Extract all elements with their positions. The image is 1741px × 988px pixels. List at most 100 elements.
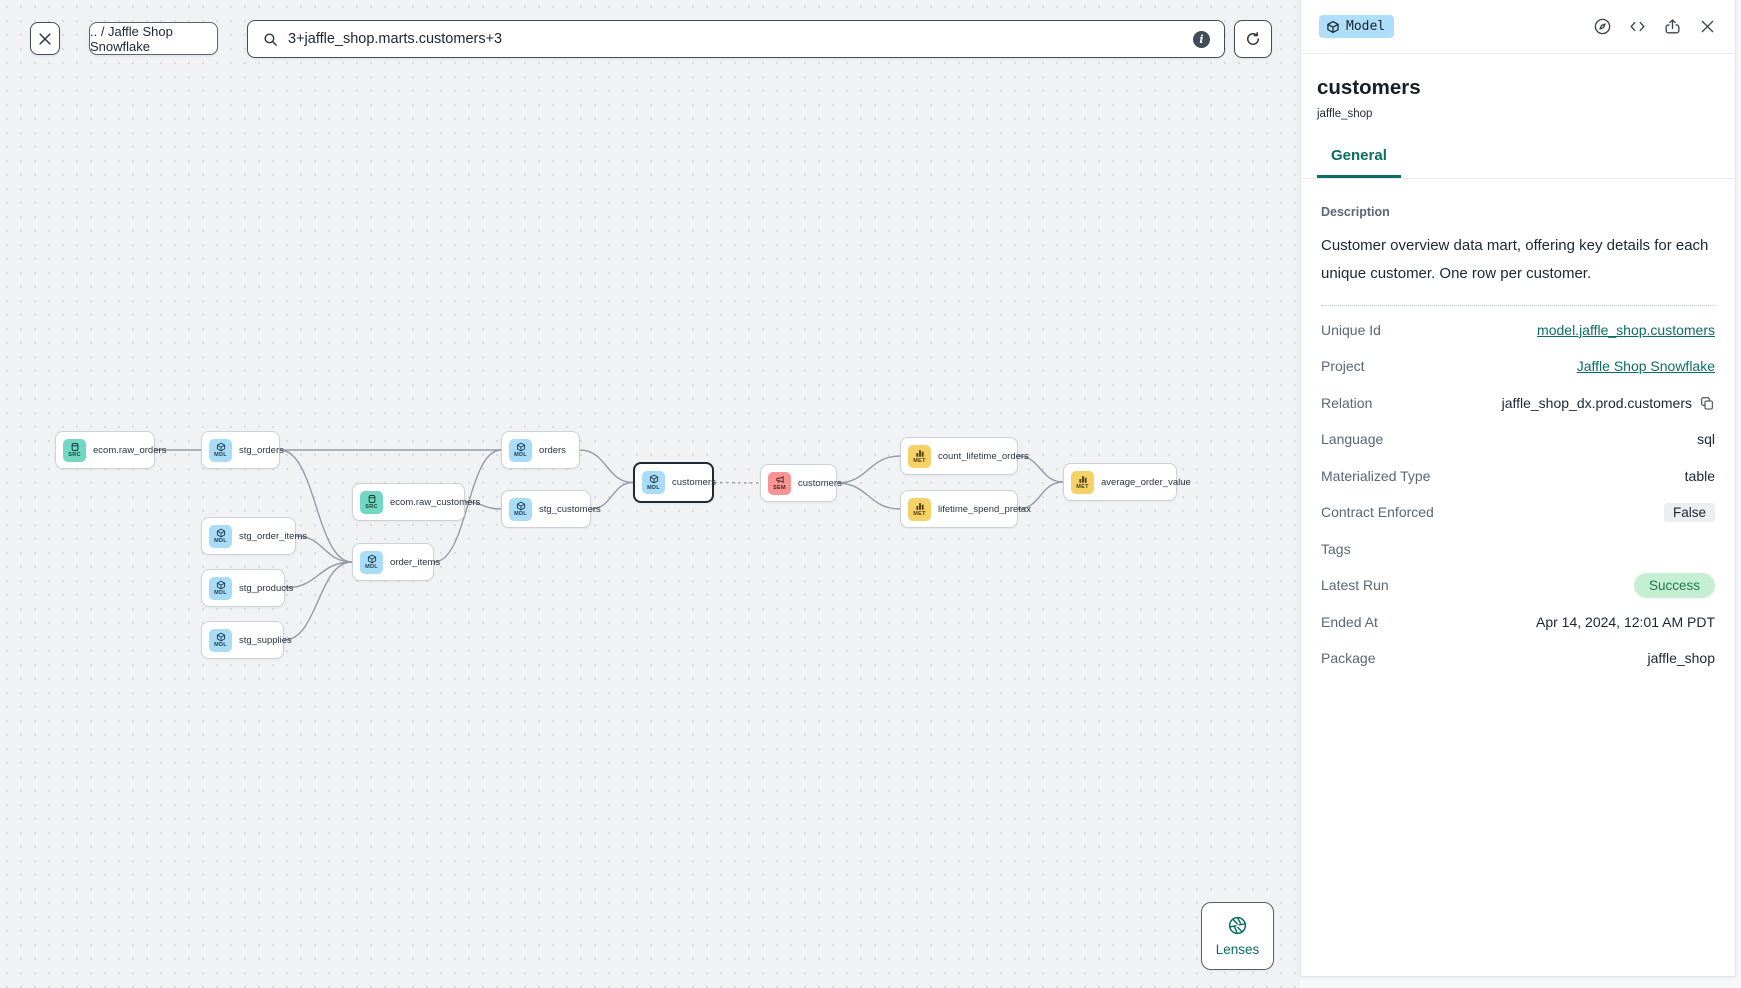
node-label: ecom.raw_customers: [390, 496, 481, 508]
field-value: Apr 14, 2024, 12:01 AM PDT: [1536, 613, 1715, 630]
cube-icon: MDL: [209, 628, 232, 652]
info-icon[interactable]: i: [1193, 30, 1210, 48]
lenses-button[interactable]: Lenses: [1201, 902, 1274, 970]
cube-icon: MDL: [209, 576, 232, 600]
graph-node-ecom_raw_orders[interactable]: SRC ecom.raw_orders: [55, 431, 166, 469]
field-row-tags: Tags: [1321, 531, 1715, 568]
field-row-relation: Relation jaffle_shop_dx.prod.customers: [1321, 385, 1715, 422]
share-button[interactable]: [1663, 17, 1682, 36]
graph-node-stg_supplies[interactable]: MDL stg_supplies: [201, 621, 292, 659]
panel-body: Description Customer overview data mart,…: [1301, 179, 1735, 677]
node-label: lifetime_spend_pretax: [938, 503, 1031, 515]
field-row-unique-id: Unique Id model.jaffle_shop.customers: [1321, 312, 1715, 349]
divider: [1321, 304, 1715, 306]
breadcrumb[interactable]: .. / Jaffle Shop Snowflake: [89, 22, 218, 55]
search-icon: [264, 32, 277, 46]
status-badge: Success: [1633, 572, 1715, 598]
graph-edge: [433, 449, 502, 563]
detail-panel: Model customers jaffle_shop Gener: [1300, 0, 1736, 977]
field-label: Contract Enforced: [1321, 504, 1434, 521]
lineage-edges: [154, 449, 1064, 641]
view-code-button[interactable]: [1628, 17, 1647, 36]
close-icon: [39, 32, 51, 45]
tab-general[interactable]: General: [1317, 147, 1401, 178]
graph-edge: [579, 449, 634, 484]
field-value: Success: [1633, 572, 1715, 598]
field-value: model.jaffle_shop.customers: [1537, 322, 1715, 338]
cube-icon: [1327, 20, 1339, 33]
graph-edge: [836, 455, 901, 484]
graph-edge: [836, 482, 901, 510]
cube-icon: MDL: [209, 524, 232, 548]
node-label: customers: [798, 477, 842, 489]
field-label: Relation: [1321, 394, 1373, 411]
cube-icon: MDL: [360, 550, 383, 574]
close-panel-button[interactable]: [1698, 17, 1717, 36]
compass-icon: [1594, 18, 1611, 35]
database-icon: SRC: [360, 490, 383, 514]
field-label: Materialized Type: [1321, 467, 1431, 484]
field-value: jaffle_shop_dx.prod.customers: [1502, 395, 1715, 411]
field-row-contract-enforced: Contract Enforced False: [1321, 494, 1715, 531]
graph-node-stg_orders[interactable]: MDL stg_orders: [201, 431, 284, 469]
refresh-icon: [1247, 31, 1259, 45]
graph-edge: [295, 535, 353, 563]
search-input[interactable]: [288, 31, 1184, 47]
node-label: count_lifetime_orders: [938, 450, 1029, 462]
field-label: Package: [1321, 650, 1376, 667]
resource-type-badge: Model: [1319, 15, 1395, 38]
lenses-label: Lenses: [1215, 942, 1260, 957]
node-label: stg_orders: [239, 444, 284, 456]
field-value: jaffle_shop: [1647, 650, 1715, 667]
graph-node-customers_sem[interactable]: SEM customers: [760, 464, 842, 502]
field-row-materialized-type: Materialized Type table: [1321, 458, 1715, 495]
panel-header: Model: [1301, 0, 1735, 54]
graph-edge: [1017, 481, 1064, 510]
field-value: Jaffle Shop Snowflake: [1577, 358, 1715, 374]
resource-type-label: Model: [1346, 19, 1386, 34]
value-badge: False: [1663, 502, 1715, 522]
field-label: Language: [1321, 431, 1384, 448]
cube-icon: MDL: [642, 471, 665, 494]
page-subtitle: jaffle_shop: [1317, 108, 1373, 120]
explore-button[interactable]: [1593, 17, 1612, 36]
field-label: Unique Id: [1321, 321, 1381, 338]
graph-edge: [713, 481, 761, 484]
refresh-button[interactable]: [1234, 20, 1272, 58]
search-bar: i: [247, 20, 1225, 58]
field-value-link[interactable]: Jaffle Shop Snowflake: [1576, 358, 1715, 375]
close-icon: [1701, 20, 1714, 33]
node-label: ecom.raw_orders: [93, 444, 167, 456]
node-label: stg_supplies: [239, 634, 292, 646]
field-value: table: [1684, 467, 1715, 484]
description-text: Customer overview data mart, offering ke…: [1321, 237, 1709, 282]
relation-value: jaffle_shop_dx.prod.customers: [1501, 394, 1692, 411]
graph-node-ecom_raw_customers[interactable]: SRC ecom.raw_customers: [352, 483, 480, 521]
cube-icon: MDL: [209, 438, 232, 462]
node-label: orders: [539, 444, 566, 456]
field-label: Ended At: [1321, 613, 1378, 630]
bar-chart-icon: MET: [1071, 470, 1094, 494]
field-label: Tags: [1321, 540, 1351, 557]
cube-icon: MDL: [509, 497, 532, 521]
description-label: Description: [1321, 205, 1390, 219]
database-icon: SRC: [63, 438, 86, 462]
aperture-icon: [1228, 916, 1247, 935]
close-lineage-button[interactable]: [30, 22, 60, 55]
megaphone-icon: SEM: [768, 471, 791, 495]
field-value-link[interactable]: model.jaffle_shop.customers: [1537, 321, 1715, 338]
copy-icon[interactable]: [1699, 395, 1715, 411]
